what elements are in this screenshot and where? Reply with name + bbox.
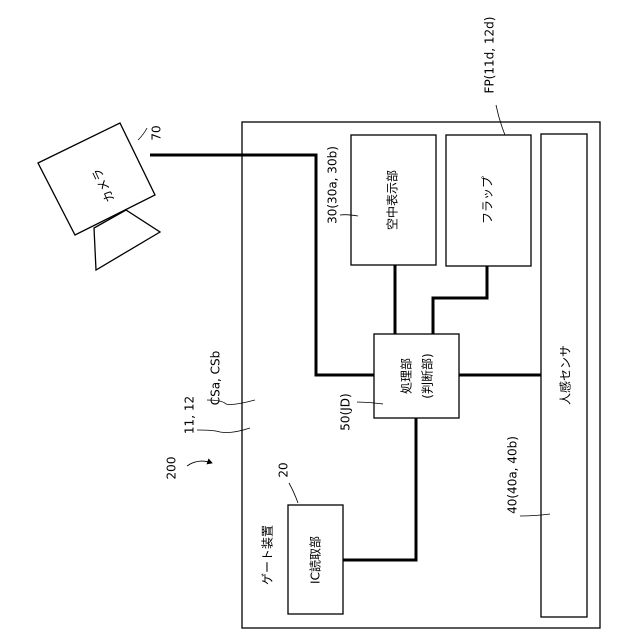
processor-label-line1: 処理部 xyxy=(399,358,414,394)
system-ref-arrow xyxy=(187,461,212,466)
camera: カメラ xyxy=(38,123,160,270)
flap-label: フラップ xyxy=(481,176,495,224)
ic-reader-unit: IC読取部 xyxy=(288,505,343,614)
sensor-ref: 40(40a, 40b) xyxy=(506,436,520,514)
flap-unit: フラップ xyxy=(446,135,531,266)
gate-label: ゲート装置 xyxy=(261,525,275,585)
ic-ref: 20 xyxy=(277,462,291,477)
system-ref: 200 xyxy=(165,457,179,480)
aerial-display-label: 空中表示部 xyxy=(385,170,400,230)
camera-ref: 70 xyxy=(150,125,164,140)
cs-ref: CSa, CSb xyxy=(209,351,223,406)
processor-label-line2: (判断部) xyxy=(420,353,435,398)
aerial-display-unit: 空中表示部 xyxy=(351,135,436,265)
ic-reader-label: IC読取部 xyxy=(308,536,323,584)
gate-ref: 11, 12 xyxy=(183,396,197,434)
processor-ref: 50(JD) xyxy=(339,393,353,430)
camera-ref-leader xyxy=(138,128,147,140)
human-sensor-label: 人感センサ xyxy=(558,345,573,405)
human-sensor-unit: 人感センサ xyxy=(541,134,587,617)
processing-unit: 処理部 (判断部) xyxy=(374,334,459,418)
display-ref: 30(30a, 30b) xyxy=(326,146,340,224)
flap-ref: FP(11d, 12d) xyxy=(483,17,497,94)
